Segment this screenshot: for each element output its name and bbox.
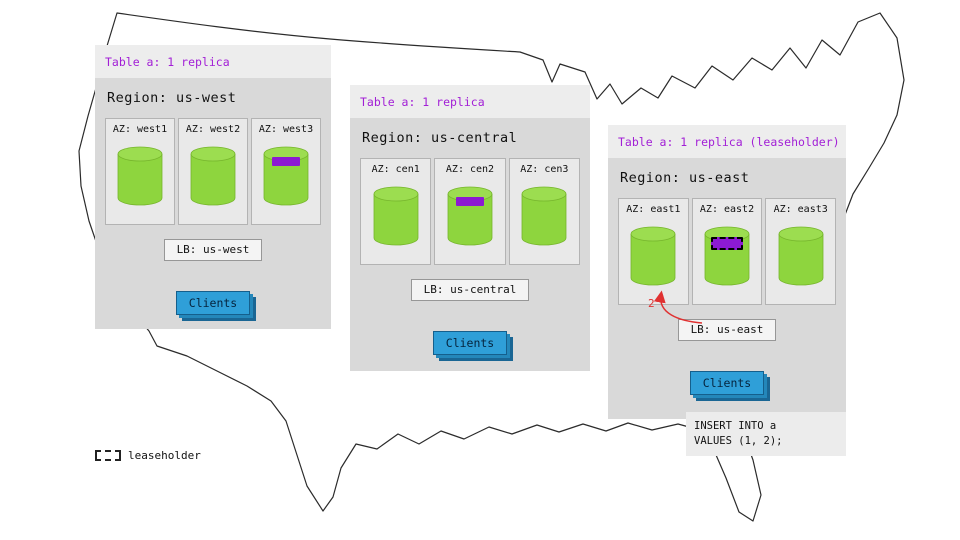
legend: leaseholder — [95, 449, 201, 462]
az-label: AZ: east3 — [773, 204, 828, 215]
az-row: AZ: cen1 AZ: cen2 AZ: cen3 — [360, 158, 580, 265]
az-box-cen3: AZ: cen3 — [508, 158, 580, 265]
az-label: AZ: west2 — [185, 124, 241, 135]
load-balancer-box: LB: us-east — [677, 319, 777, 341]
region-title: Region: us-east — [620, 170, 750, 186]
region-panel-us-west: Table a: 1 replica Region: us-west AZ: w… — [95, 45, 331, 329]
region-title: Region: us-central — [362, 130, 518, 146]
region-title: Region: us-west — [107, 90, 237, 106]
legend-label: leaseholder — [128, 449, 201, 462]
database-cylinder-icon — [263, 146, 309, 206]
az-label: AZ: west3 — [258, 124, 314, 135]
az-label: AZ: west1 — [112, 124, 168, 135]
sql-line: INSERT INTO a — [694, 420, 777, 432]
region-body: Region: us-west AZ: west1 AZ: west2 AZ: … — [95, 78, 331, 315]
replica-indicator — [455, 197, 484, 206]
sql-line: VALUES (1, 2); — [694, 435, 783, 447]
az-label: AZ: east1 — [626, 204, 681, 215]
load-balancer-box: LB: us-west — [163, 239, 263, 261]
load-balancer-box: LB: us-central — [410, 279, 530, 301]
az-label: AZ: cen2 — [445, 164, 495, 175]
az-box-cen1: AZ: cen1 — [360, 158, 432, 265]
az-box-cen2: AZ: cen2 — [434, 158, 506, 265]
az-row: AZ: west1 AZ: west2 AZ: west3 — [105, 118, 321, 225]
sql-insert-note: INSERT INTO a VALUES (1, 2); — [686, 412, 846, 456]
clients-box: Clients — [432, 331, 508, 355]
az-box-east3: AZ: east3 — [765, 198, 837, 305]
leaseholder-indicator — [711, 237, 743, 250]
leaseholder-swatch-icon — [95, 450, 121, 461]
database-cylinder-icon — [704, 226, 750, 286]
region-body: Region: us-central AZ: cen1 AZ: cen2 AZ:… — [350, 118, 590, 355]
az-row: AZ: east1 AZ: east2 AZ: east3 — [618, 198, 837, 305]
clients-box: Clients — [175, 291, 251, 315]
table-replica-header: Table a: 1 replica (leaseholder) — [608, 125, 846, 158]
database-cylinder-icon — [190, 146, 236, 206]
table-replica-header: Table a: 1 replica — [95, 45, 331, 78]
region-panel-us-central: Table a: 1 replica Region: us-central AZ… — [350, 85, 590, 371]
database-cylinder-icon — [778, 226, 824, 286]
replica-indicator — [272, 157, 300, 166]
az-label: AZ: east2 — [699, 204, 755, 215]
az-box-east1: AZ: east1 — [618, 198, 689, 305]
region-body: Region: us-east AZ: east1 AZ: east2 AZ: … — [608, 158, 846, 395]
database-cylinder-icon — [521, 186, 567, 246]
database-cylinder-icon — [373, 186, 419, 246]
az-box-west1: AZ: west1 — [105, 118, 175, 225]
database-cylinder-icon — [447, 186, 493, 246]
az-label: AZ: cen1 — [371, 164, 420, 175]
clients-box: Clients — [689, 371, 765, 395]
region-panel-us-east: Table a: 1 replica (leaseholder) Region:… — [608, 125, 846, 419]
az-box-west3: AZ: west3 — [251, 118, 321, 225]
az-box-east2: AZ: east2 — [691, 198, 763, 305]
az-box-west2: AZ: west2 — [178, 118, 248, 225]
database-cylinder-icon — [117, 146, 163, 206]
table-replica-header: Table a: 1 replica — [350, 85, 590, 118]
arrow-step-label: 2 — [648, 297, 655, 310]
database-cylinder-icon — [630, 226, 676, 286]
az-label: AZ: cen3 — [520, 164, 569, 175]
